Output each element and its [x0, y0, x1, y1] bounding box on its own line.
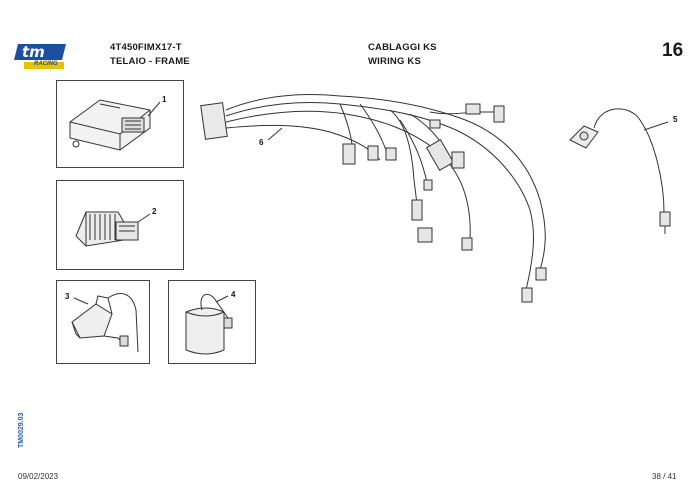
tm-racing-logo-icon: tm	[14, 43, 66, 69]
page-number: 16	[662, 40, 684, 61]
footer-page: 38 / 41	[652, 472, 677, 481]
section-title: TELAIO - FRAME	[110, 56, 190, 67]
model-code: 4T450FIMX17-T	[110, 42, 182, 53]
svg-text:tm: tm	[22, 43, 45, 61]
ignition-coil-icon	[71, 293, 139, 353]
callout-2: 2	[152, 207, 157, 216]
brand-logo: tm RACING	[12, 38, 70, 72]
group-title-en: WIRING KS	[368, 56, 421, 67]
logo-subbrand: RACING	[34, 61, 58, 67]
callout-5: 5	[673, 115, 678, 124]
document-code: TM0029.03	[18, 412, 25, 448]
sensor-cable-icon	[569, 108, 671, 234]
callout-4: 4	[231, 290, 236, 299]
callout-3: 3	[65, 292, 70, 301]
footer-date: 09/02/2023	[18, 472, 59, 481]
group-title-it: CABLAGGI KS	[368, 42, 437, 53]
callout-6: 6	[259, 138, 264, 147]
callout-1: 1	[162, 95, 167, 104]
ecu-module-icon	[69, 99, 151, 151]
voltage-regulator-icon	[75, 211, 139, 247]
main-wiring-harness-icon	[200, 94, 547, 303]
relay-icon	[185, 294, 233, 355]
